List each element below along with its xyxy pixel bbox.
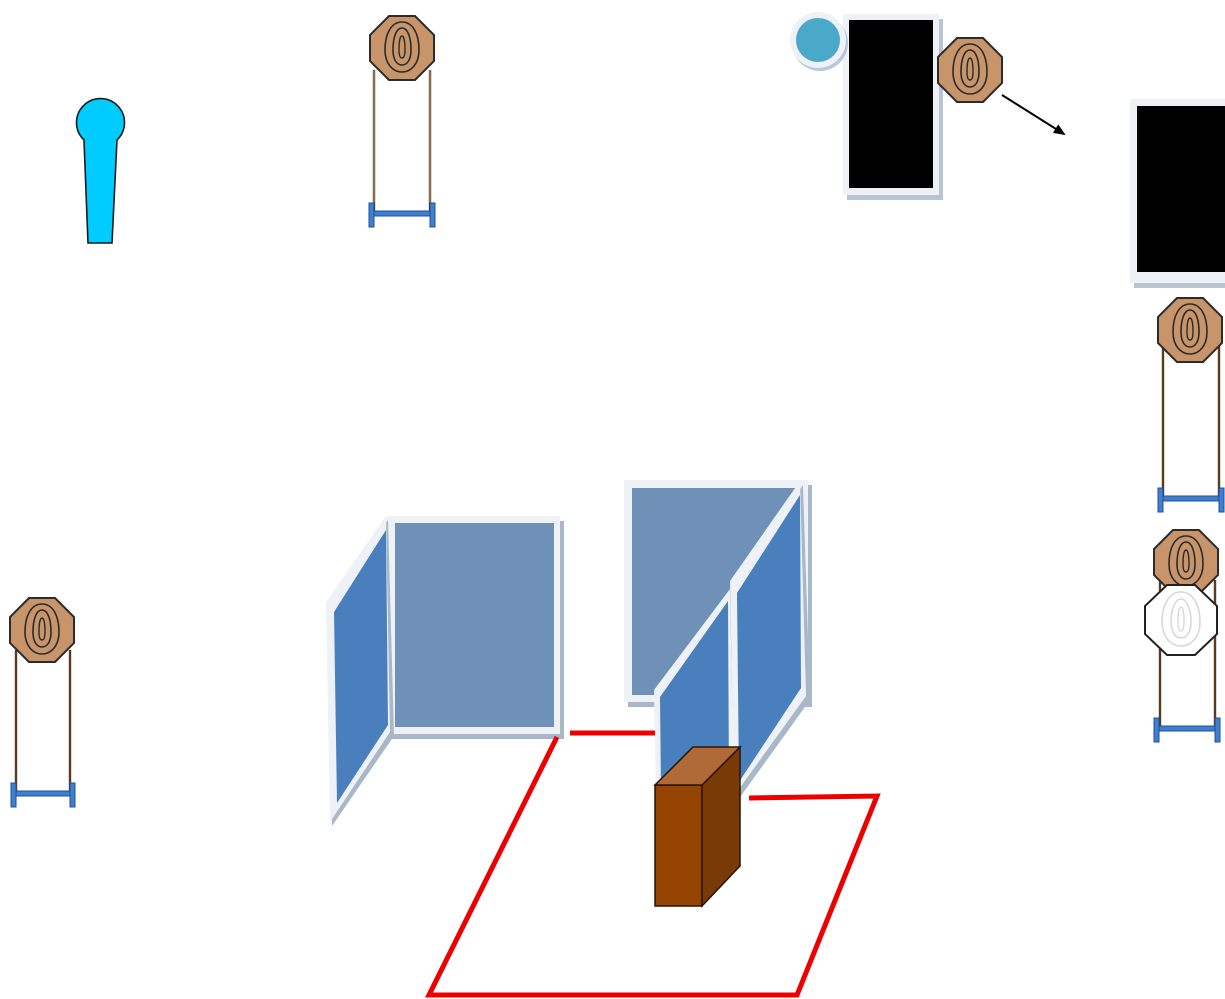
paper-target-swinger [937,37,1003,103]
black-panel-1 [843,14,943,200]
target-stand-1 [368,15,436,228]
wall-left [326,516,564,826]
shooting-box [424,730,881,998]
swinger-disc [790,12,848,71]
black-panel-2 [1130,99,1225,288]
no-shoot-target [1144,584,1218,656]
movement-arrow [1001,94,1066,136]
barrel-prop [653,745,742,908]
steel-popper [75,97,126,244]
target-stand-2 [1157,297,1225,513]
target-stand-4 [9,597,76,808]
wall-right [624,480,812,905]
